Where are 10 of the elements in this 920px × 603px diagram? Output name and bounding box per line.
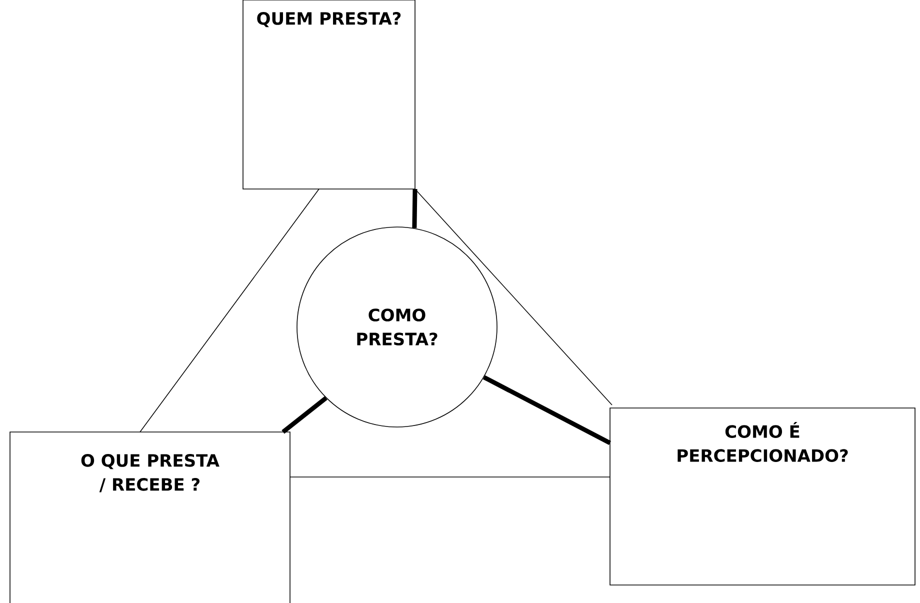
circle-node: COMO PRESTA?: [296, 226, 498, 428]
text-box: COMO É PERCEPCIONADO?: [610, 408, 916, 586]
text-box: O QUE PRESTA / RECEBE ?: [10, 432, 290, 603]
connector-line: [414, 188, 612, 406]
connector-line: [282, 396, 328, 434]
connector-line: [140, 188, 320, 432]
connector-line: [412, 188, 418, 228]
connector-line: [482, 375, 612, 445]
connector-line: [290, 476, 610, 478]
text-box: QUEM PRESTA?: [242, 0, 416, 190]
